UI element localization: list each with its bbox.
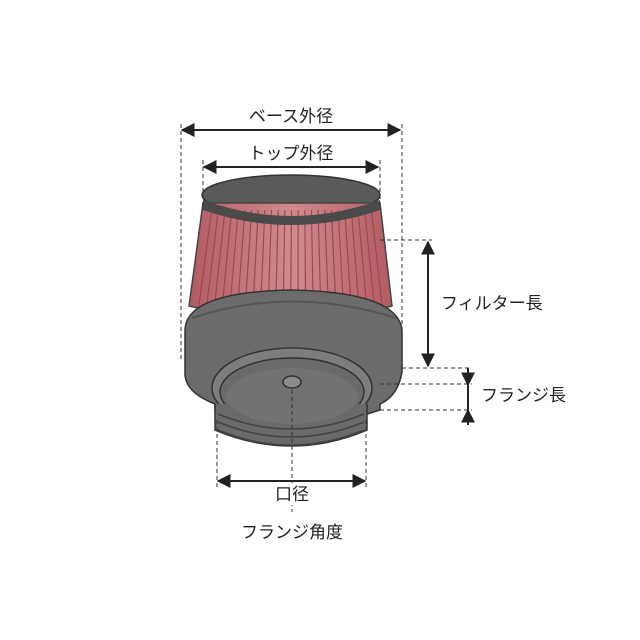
base-outer-diameter-label: ベース外径 (249, 107, 333, 127)
mouth-diameter-label: 口径 (275, 485, 309, 505)
pleat-line (350, 209, 360, 313)
center-bolt-icon (282, 375, 302, 389)
top-outer-diameter-label: トップ外径 (249, 144, 334, 164)
flange-length-label: フランジ長 (481, 386, 566, 406)
pleat-line (364, 209, 376, 310)
pleat-line (370, 209, 383, 308)
pleat-line (213, 209, 226, 312)
pleat-line (357, 209, 368, 312)
flange-angle-label: フランジ角度 (241, 523, 343, 543)
dimension-arrows (180, 123, 475, 488)
pleat-line (205, 209, 219, 310)
filter-length-label: フィルター長 (441, 294, 543, 314)
top-cap-lip (203, 200, 380, 225)
base-ridge (191, 300, 397, 319)
air-filter-illustration (184, 174, 403, 447)
pleat-line (221, 209, 233, 313)
pleat-line (198, 209, 213, 308)
